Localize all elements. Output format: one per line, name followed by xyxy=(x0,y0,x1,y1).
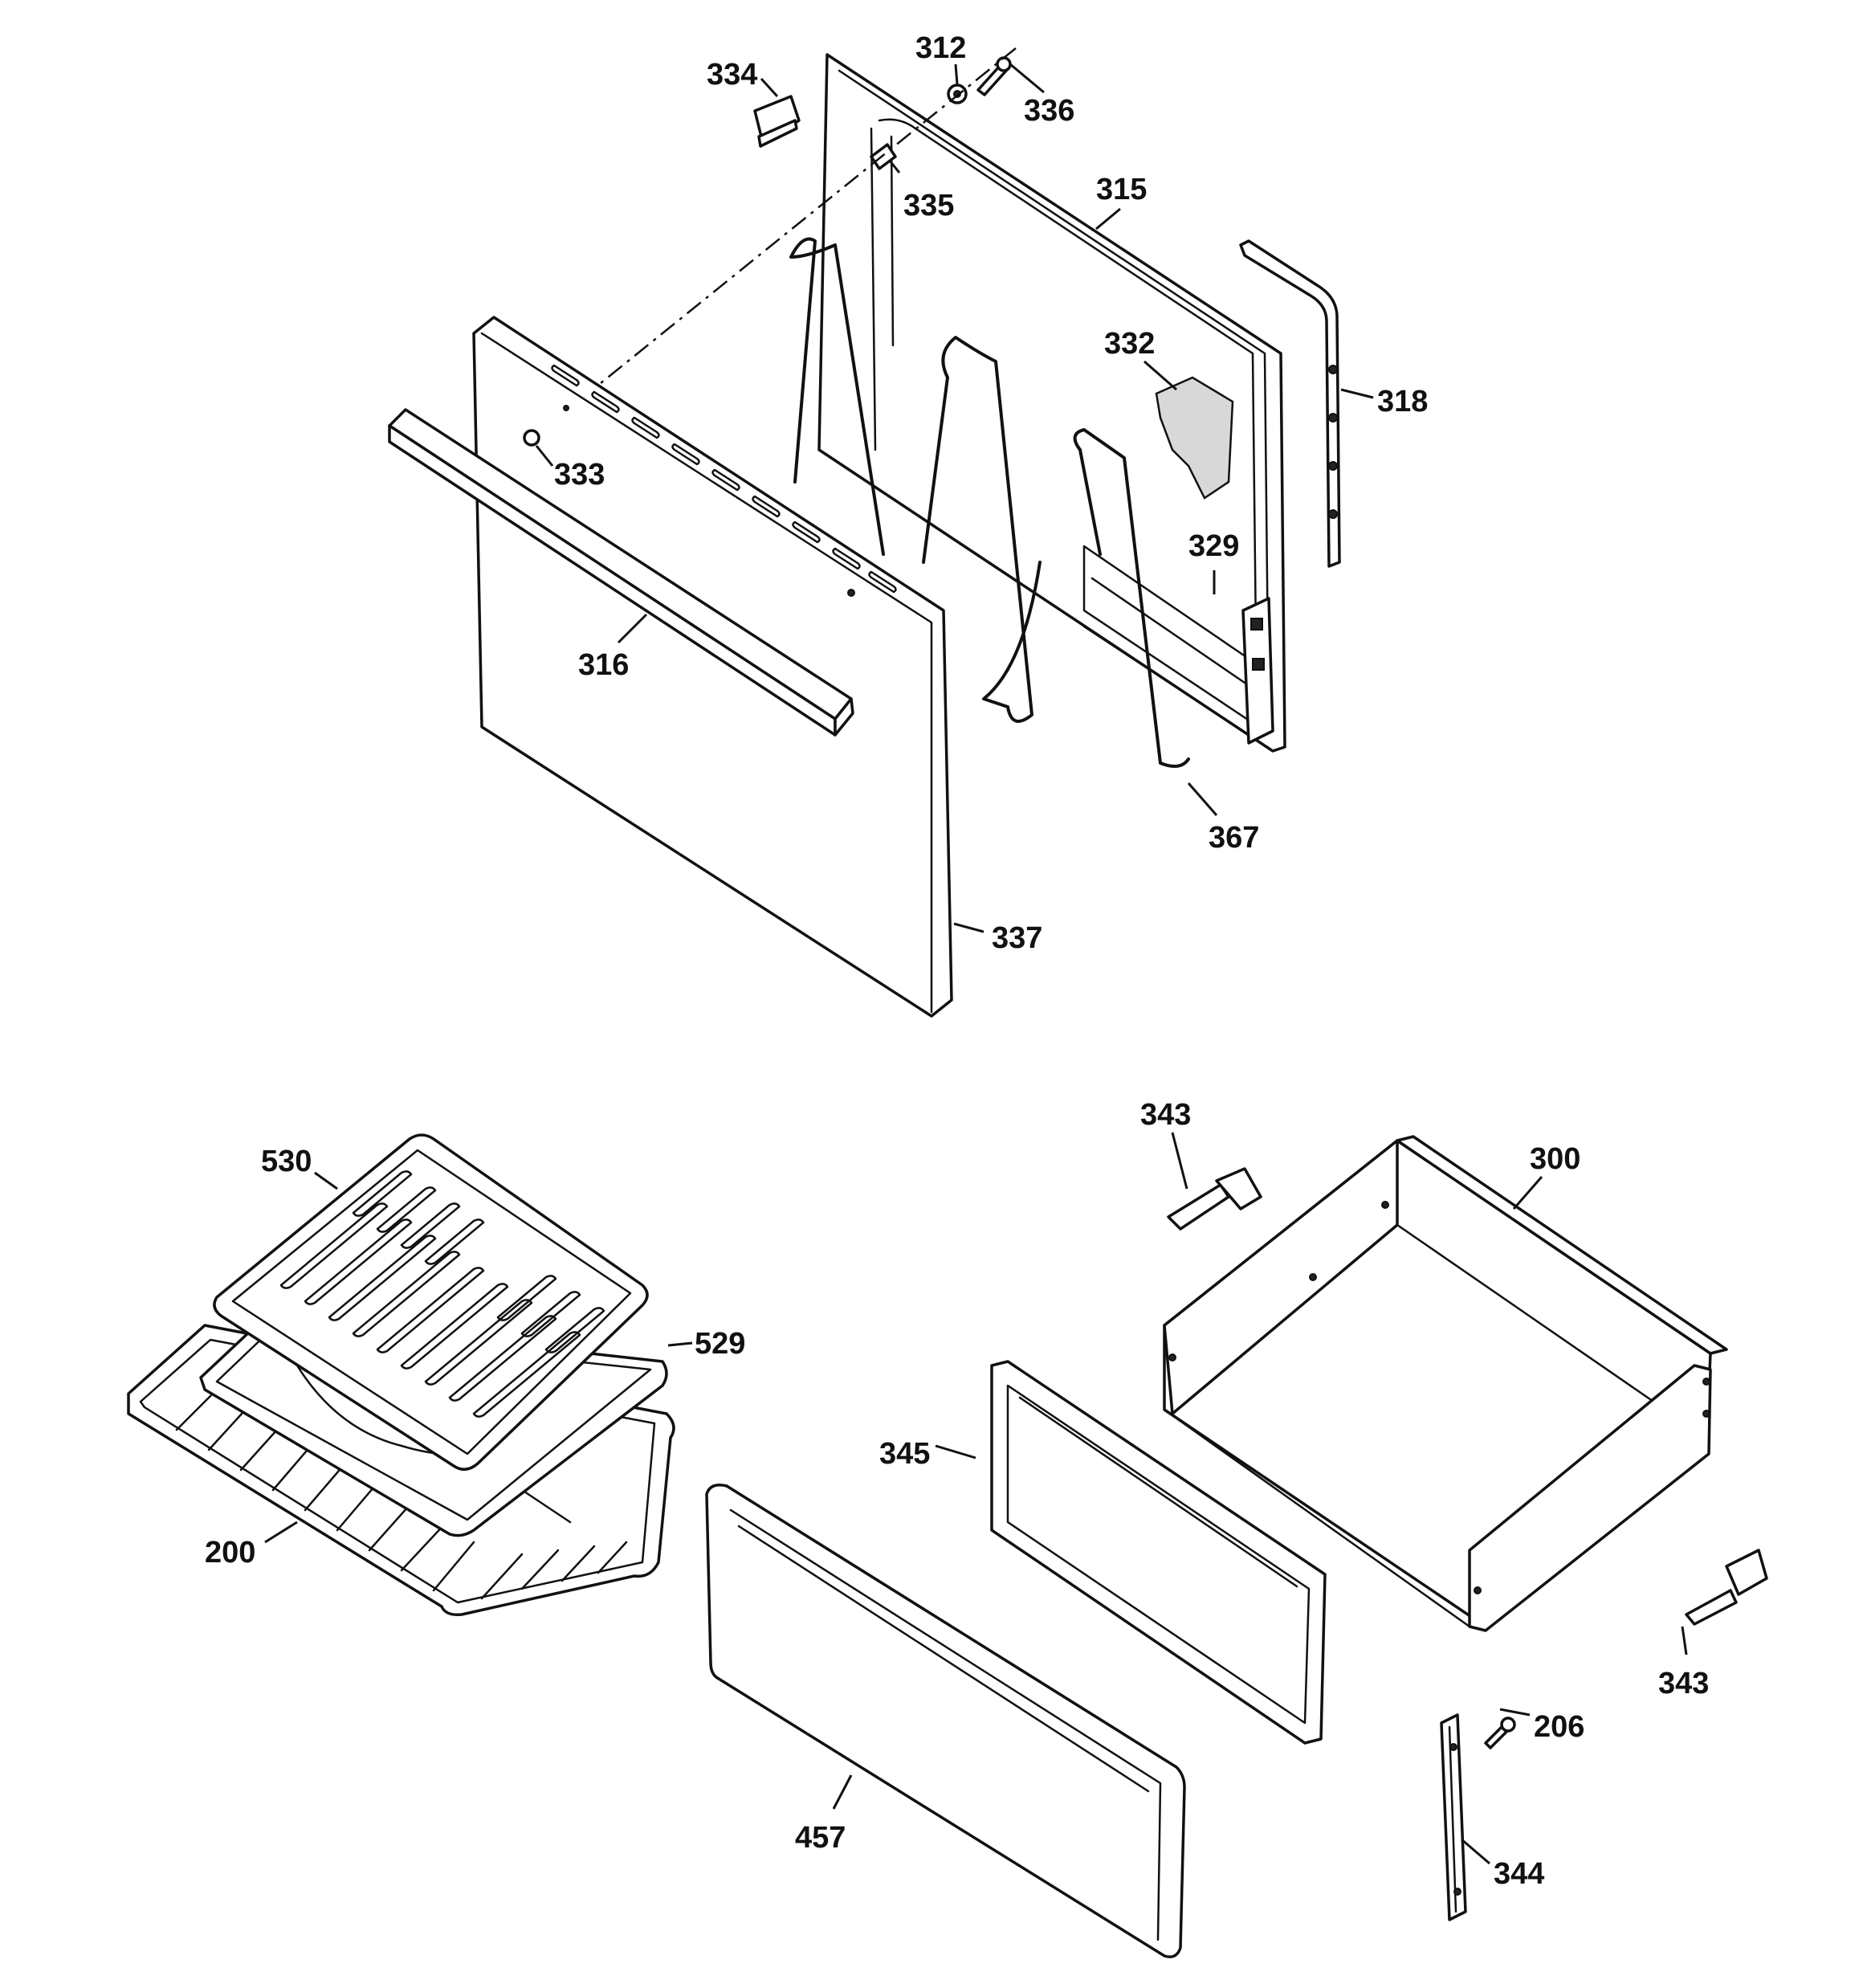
door-springs-367 xyxy=(789,237,1190,768)
drawer-panel-345 xyxy=(990,1360,1327,1745)
door-seal-318 xyxy=(1239,239,1341,568)
callout-200: 200 xyxy=(205,1536,255,1570)
leader-lines xyxy=(264,63,1688,1865)
screw-336 xyxy=(976,56,1012,96)
callout-316: 316 xyxy=(578,648,629,682)
door-hinge xyxy=(1241,597,1274,745)
pin-335 xyxy=(870,143,897,170)
door-handle-316 xyxy=(388,408,854,737)
callout-343-top: 343 xyxy=(1140,1098,1191,1132)
door-liner-315 xyxy=(817,53,1286,753)
callout-336: 336 xyxy=(1024,94,1074,128)
callout-312: 312 xyxy=(915,31,966,65)
callout-318: 318 xyxy=(1377,385,1428,418)
grid-slots xyxy=(279,1170,605,1418)
callout-337: 337 xyxy=(992,921,1042,955)
callout-329: 329 xyxy=(1188,529,1239,563)
drawer-slide-343a xyxy=(1167,1167,1262,1231)
screw-333 xyxy=(523,405,569,447)
callout-335: 335 xyxy=(903,189,954,222)
callout-345: 345 xyxy=(879,1437,930,1471)
callout-334: 334 xyxy=(707,58,757,92)
callout-457: 457 xyxy=(795,1821,846,1855)
callout-300: 300 xyxy=(1530,1142,1580,1176)
door-vent-slots xyxy=(551,364,897,594)
callout-343-bottom: 343 xyxy=(1658,1667,1709,1700)
insulation-332 xyxy=(1155,376,1234,500)
callout-344: 344 xyxy=(1494,1857,1544,1891)
drawer-body-300 xyxy=(1163,1135,1728,1632)
callout-333: 333 xyxy=(554,458,605,492)
callout-529: 529 xyxy=(695,1327,745,1361)
drawer-glide-344 xyxy=(1440,1713,1467,1921)
outer-door-337 xyxy=(472,316,953,1018)
screw-206 xyxy=(1484,1717,1516,1749)
callout-206: 206 xyxy=(1534,1710,1584,1744)
drawer-front-457 xyxy=(705,1484,1186,1958)
assembly-axis xyxy=(537,47,1017,435)
callout-332: 332 xyxy=(1104,327,1155,361)
hinge-bracket-334 xyxy=(753,95,801,148)
drawer-slide-343b xyxy=(1685,1549,1768,1626)
broiler-grid-530 xyxy=(213,1133,649,1472)
callout-367: 367 xyxy=(1209,821,1259,855)
callout-labels: 312 334 336 335 315 332 318 333 329 316 … xyxy=(205,31,1709,1891)
callout-315: 315 xyxy=(1096,173,1147,206)
callout-530: 530 xyxy=(261,1145,312,1178)
